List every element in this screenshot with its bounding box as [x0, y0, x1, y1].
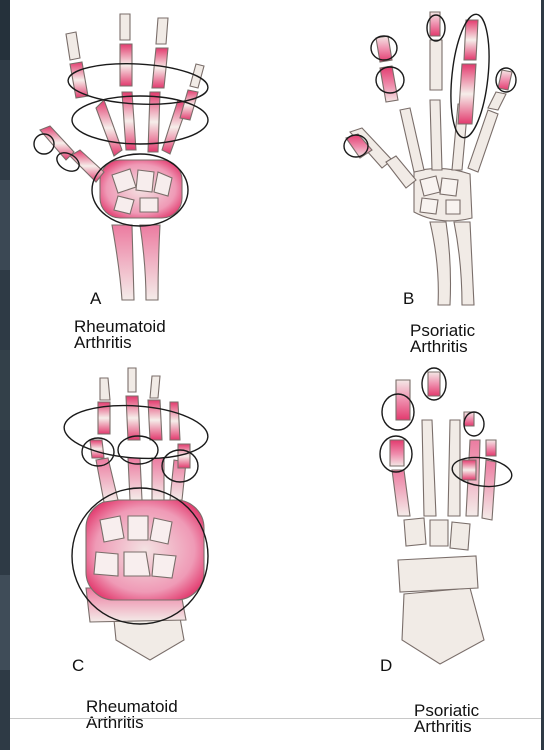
- panel-b-hand-psoriatic: [346, 12, 512, 305]
- panel-a-letter: A: [90, 290, 101, 307]
- panel-d-caption-line2: Arthritis: [414, 718, 472, 735]
- panel-c-caption-line2: Arthritis: [86, 714, 144, 731]
- panel-b-caption-line2: Arthritis: [410, 338, 468, 355]
- panel-d-letter: D: [380, 657, 392, 674]
- panel-c-foot-rheumatoid: [86, 368, 204, 660]
- panel-d-foot-psoriatic: [390, 372, 496, 664]
- panel-b-letter: B: [403, 290, 414, 307]
- panel-c-letter: C: [72, 657, 84, 674]
- panel-a-caption-line2: Arthritis: [74, 334, 132, 351]
- bottom-divider: [10, 718, 541, 719]
